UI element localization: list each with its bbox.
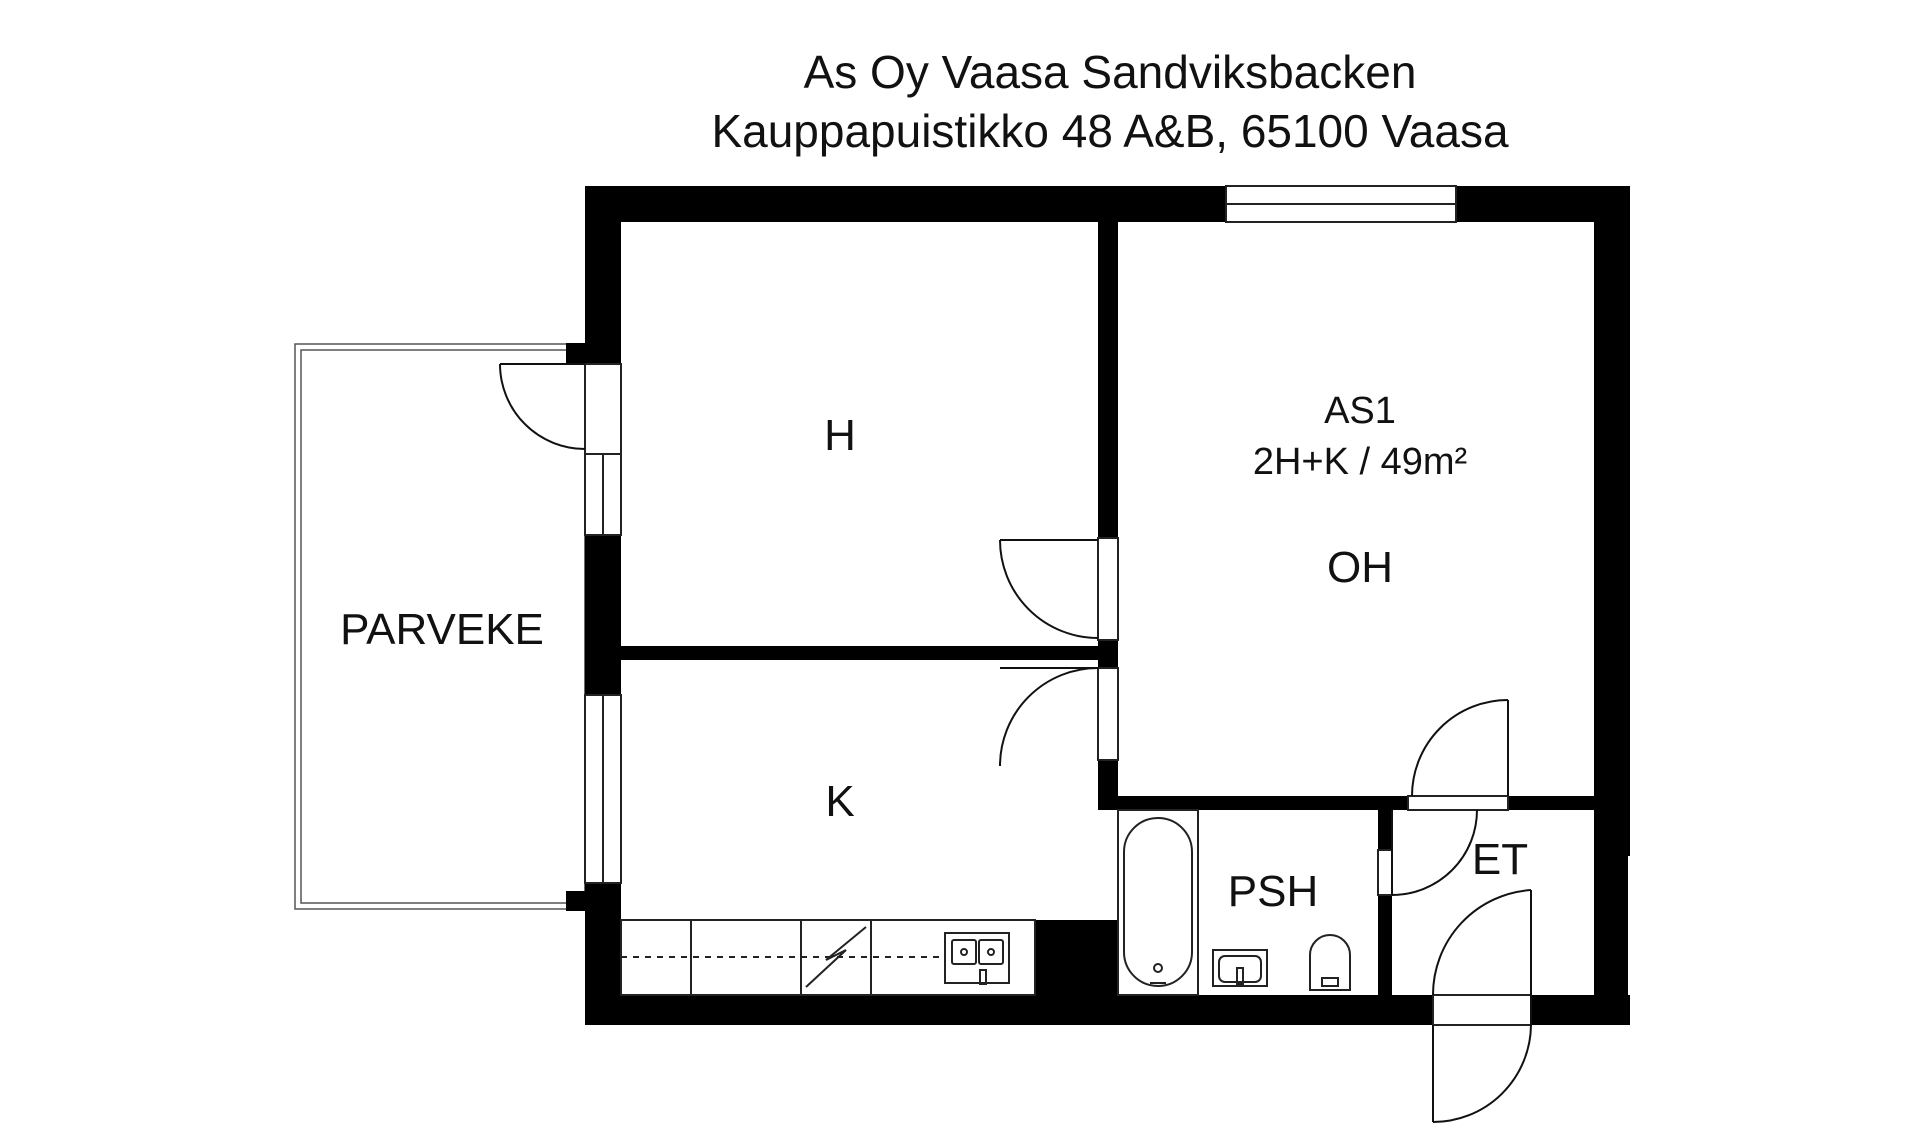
door-swings xyxy=(499,363,1532,1123)
room-label-bathroom: PSH xyxy=(1228,867,1318,916)
window-living-room xyxy=(1225,185,1457,223)
apartment-id: AS1 xyxy=(1324,390,1396,432)
room-label-entrance: ET xyxy=(1472,835,1528,884)
bathroom-fixtures xyxy=(1117,809,1351,996)
door-frames xyxy=(1097,537,1532,1026)
walls xyxy=(566,186,1630,1025)
kitchen-counter xyxy=(620,919,1036,996)
building-address: Kauppapuistikko 48 A&B, 65100 Vaasa xyxy=(711,105,1508,157)
apartment-summary: 2H+K / 49m² xyxy=(1253,441,1467,483)
room-label-living-room: OH xyxy=(1327,543,1393,592)
balcony-openings xyxy=(584,363,622,884)
room-label-kitchen: K xyxy=(825,777,854,826)
building-title: As Oy Vaasa Sandviksbacken xyxy=(804,46,1417,98)
room-label-bedroom: H xyxy=(824,411,856,460)
room-label-balcony: PARVEKE xyxy=(340,605,544,654)
